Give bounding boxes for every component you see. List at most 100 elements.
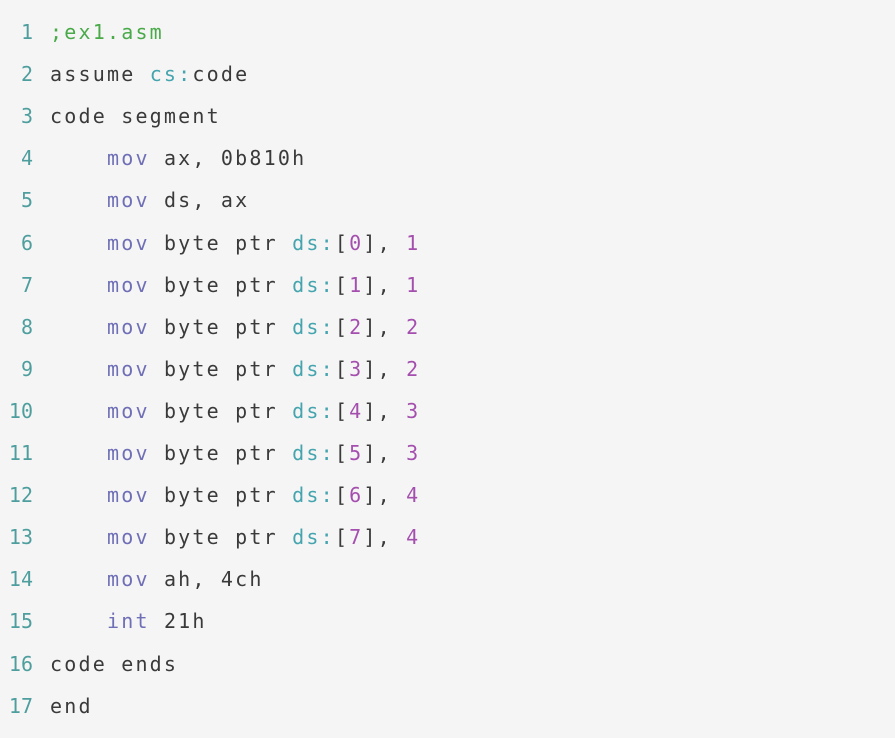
token-kw: mov bbox=[106, 356, 150, 381]
token-kw: mov bbox=[106, 314, 150, 339]
code-line: 10 mov byte ptr ds:[4], 3 bbox=[0, 397, 418, 425]
token-kw: mov bbox=[106, 146, 150, 171]
line-number: 15 bbox=[8, 609, 33, 634]
code-text: code ends bbox=[50, 650, 178, 678]
token-reg: ds: bbox=[292, 483, 335, 508]
token-plain: ], bbox=[363, 525, 407, 550]
token-reg: ds: bbox=[292, 525, 335, 550]
line-number: 17 bbox=[8, 693, 33, 718]
token-plain: byte ptr bbox=[149, 314, 293, 339]
code-text: assume cs:code bbox=[50, 60, 249, 88]
token-kw: mov bbox=[106, 230, 150, 255]
token-reg: cs: bbox=[149, 62, 193, 87]
code-line: 15 int 21h bbox=[0, 607, 205, 635]
code-text: mov byte ptr ds:[4], 3 bbox=[50, 397, 420, 425]
token-reg: ds: bbox=[292, 441, 335, 465]
line-number: 4 bbox=[20, 146, 33, 171]
code-text: mov byte ptr ds:[2], 2 bbox=[50, 313, 420, 341]
token-num: 2 bbox=[406, 356, 421, 381]
token-kw: mov bbox=[106, 567, 150, 592]
code-line: 13 mov byte ptr ds:[7], 4 bbox=[0, 523, 418, 551]
code-line: 14 mov ah, 4ch bbox=[0, 565, 262, 593]
token-reg: ds: bbox=[292, 272, 335, 297]
token-reg: ds: bbox=[292, 398, 335, 423]
token-kw: mov bbox=[106, 398, 150, 423]
token-num: 0 bbox=[349, 230, 364, 255]
token-plain: code ends bbox=[50, 651, 179, 676]
token-num: 1 bbox=[406, 272, 421, 297]
code-line: 6 mov byte ptr ds:[0], 1 bbox=[0, 229, 418, 257]
token-comment: ;ex1.asm bbox=[50, 20, 164, 44]
code-text: mov ah, 4ch bbox=[50, 565, 264, 593]
line-number: 13 bbox=[8, 525, 33, 550]
token-num: 4 bbox=[406, 525, 421, 550]
line-number: 7 bbox=[20, 272, 33, 297]
line-number: 12 bbox=[8, 483, 33, 508]
token-reg: ds: bbox=[292, 356, 335, 381]
line-number: 11 bbox=[8, 441, 33, 465]
token-plain: 21h bbox=[149, 609, 207, 634]
token-plain: assume bbox=[50, 62, 150, 87]
line-number: 9 bbox=[20, 356, 33, 381]
token-reg: ds: bbox=[292, 314, 335, 339]
indent bbox=[50, 609, 107, 633]
token-num: 2 bbox=[406, 314, 421, 339]
token-plain: [ bbox=[334, 272, 350, 297]
indent bbox=[50, 273, 107, 297]
line-number: 10 bbox=[8, 398, 33, 423]
token-plain: ], bbox=[363, 483, 407, 508]
line-number: 5 bbox=[20, 188, 33, 213]
token-plain: ah, 4ch bbox=[149, 567, 264, 592]
token-plain: [ bbox=[334, 441, 350, 465]
code-line: 1 ;ex1.asm bbox=[0, 18, 162, 46]
line-number: 6 bbox=[20, 230, 33, 255]
token-plain: [ bbox=[334, 230, 350, 255]
indent bbox=[50, 231, 107, 255]
line-number: 8 bbox=[20, 314, 33, 339]
indent bbox=[50, 146, 107, 170]
code-text: mov byte ptr ds:[0], 1 bbox=[50, 229, 420, 257]
token-plain: code bbox=[192, 62, 250, 87]
token-kw: mov bbox=[106, 525, 150, 550]
code-line: 5 mov ds, ax bbox=[0, 186, 247, 214]
token-plain: [ bbox=[334, 314, 350, 339]
code-text: end bbox=[50, 692, 93, 720]
code-line: 9 mov byte ptr ds:[3], 2 bbox=[0, 355, 418, 383]
token-num: 6 bbox=[349, 483, 364, 508]
token-num: 3 bbox=[349, 356, 364, 381]
token-kw: mov bbox=[106, 441, 150, 465]
token-num: 4 bbox=[349, 398, 364, 423]
code-text: int 21h bbox=[50, 607, 207, 635]
token-num: 5 bbox=[349, 441, 364, 465]
code-line: 17 end bbox=[0, 692, 91, 720]
token-num: 1 bbox=[406, 230, 421, 255]
line-number: 3 bbox=[20, 104, 33, 129]
line-number: 1 bbox=[20, 20, 33, 44]
code-line: 7 mov byte ptr ds:[1], 1 bbox=[0, 271, 418, 299]
token-plain: ], bbox=[363, 356, 407, 381]
token-plain: end bbox=[50, 693, 93, 718]
code-line: 8 mov byte ptr ds:[2], 2 bbox=[0, 313, 418, 341]
token-num: 3 bbox=[406, 441, 421, 465]
token-num: 4 bbox=[406, 483, 421, 508]
indent bbox=[50, 188, 107, 212]
line-number: 14 bbox=[8, 567, 33, 592]
code-text: mov ax, 0b810h bbox=[50, 144, 306, 172]
token-num: 1 bbox=[349, 272, 364, 297]
token-kw: mov bbox=[106, 188, 150, 213]
token-plain: byte ptr bbox=[149, 483, 293, 508]
indent bbox=[50, 441, 107, 465]
code-text: mov ds, ax bbox=[50, 186, 249, 214]
token-plain: [ bbox=[334, 398, 350, 423]
token-num: 7 bbox=[349, 525, 364, 550]
token-plain: byte ptr bbox=[149, 525, 293, 550]
token-plain: byte ptr bbox=[149, 356, 293, 381]
code-line: 11 mov byte ptr ds:[5], 3 bbox=[0, 439, 418, 467]
code-text: ;ex1.asm bbox=[50, 18, 164, 46]
token-plain: byte ptr bbox=[149, 441, 293, 465]
token-plain: [ bbox=[334, 525, 350, 550]
code-line: 12 mov byte ptr ds:[6], 4 bbox=[0, 481, 418, 509]
